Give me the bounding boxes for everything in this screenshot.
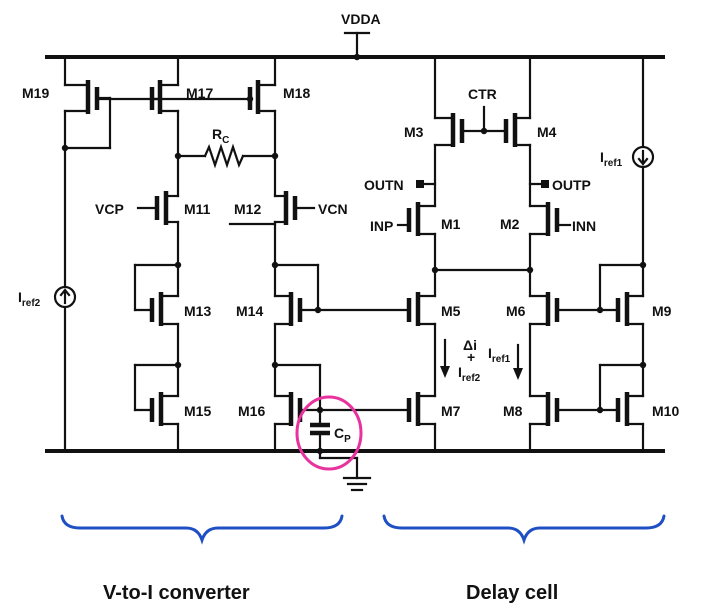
m16-label: M16 [238, 403, 265, 419]
rc-label: RC [212, 126, 229, 146]
m14-label: M14 [236, 303, 263, 319]
left-brace [60, 514, 344, 545]
iref2-label: Iref2 [18, 289, 41, 309]
iref2-source: Iref2 [18, 285, 77, 309]
m1-label: M1 [441, 216, 461, 232]
outp-label: OUTP [552, 177, 591, 193]
diode-stack-right: M14 M16 [236, 261, 410, 452]
m13-label: M13 [184, 303, 211, 319]
resistor-rc: RC [174, 126, 279, 169]
iref2-arrow-label: Iref2 [458, 364, 481, 384]
vcp-label: VCP [95, 201, 124, 217]
inn-label: INN [572, 218, 596, 234]
capacitor-cp: CP [295, 395, 363, 471]
outn-label: OUTN [364, 177, 404, 193]
ctr-label: CTR [468, 86, 497, 102]
delay-cell-input-pair: INP M1 INN M2 [370, 202, 596, 298]
m11-label: M11 [184, 201, 211, 217]
rails: VDDA [45, 11, 665, 453]
m15-label: M15 [184, 403, 211, 419]
cp-highlight-circle [295, 395, 363, 471]
vcn-label: VCN [318, 201, 348, 217]
pmos-mirror-top-left: M19 M17 M18 [22, 55, 310, 452]
right-brace [382, 514, 666, 545]
inp-label: INP [370, 218, 393, 234]
m4-label: M4 [537, 124, 557, 140]
ground-symbol [318, 456, 372, 492]
iref1-label: Iref1 [600, 149, 623, 169]
plus-label: + [467, 349, 475, 365]
section-title-delay-cell: Delay cell [466, 582, 558, 604]
cp-label: CP [334, 425, 351, 445]
m3-label: M3 [404, 124, 424, 140]
m8-label: M8 [503, 403, 523, 419]
delta-i-label: Δi [463, 337, 477, 353]
m2-label: M2 [500, 216, 520, 232]
m9-label: M9 [652, 303, 672, 319]
delay-cell-tail-upper: M5 M6 Δi + Iref2 Iref1 [406, 292, 620, 398]
m5-label: M5 [441, 303, 461, 319]
m17-label: M17 [186, 85, 213, 101]
right-bias-mirror: Iref1 M9 M10 [596, 55, 679, 452]
m19-label: M19 [22, 85, 49, 101]
m10-label: M10 [652, 403, 679, 419]
vdd-label: VDDA [341, 11, 381, 27]
iref1-arrow-label: Iref1 [488, 345, 511, 365]
m12-label: M12 [234, 201, 261, 217]
delay-cell-tail-lower: M7 M8 [406, 392, 620, 452]
m7-label: M7 [441, 403, 461, 419]
m6-label: M6 [506, 303, 526, 319]
delay-cell-load: M3 CTR M4 OUTN OUTP [364, 55, 591, 208]
section-braces [60, 514, 666, 545]
input-pair-left: VCP M11 VCN M12 [95, 191, 348, 267]
diode-stack-left: M13 M15 [133, 261, 211, 452]
section-title-vtoi: V-to-I converter [103, 582, 250, 604]
m18-label: M18 [283, 85, 310, 101]
